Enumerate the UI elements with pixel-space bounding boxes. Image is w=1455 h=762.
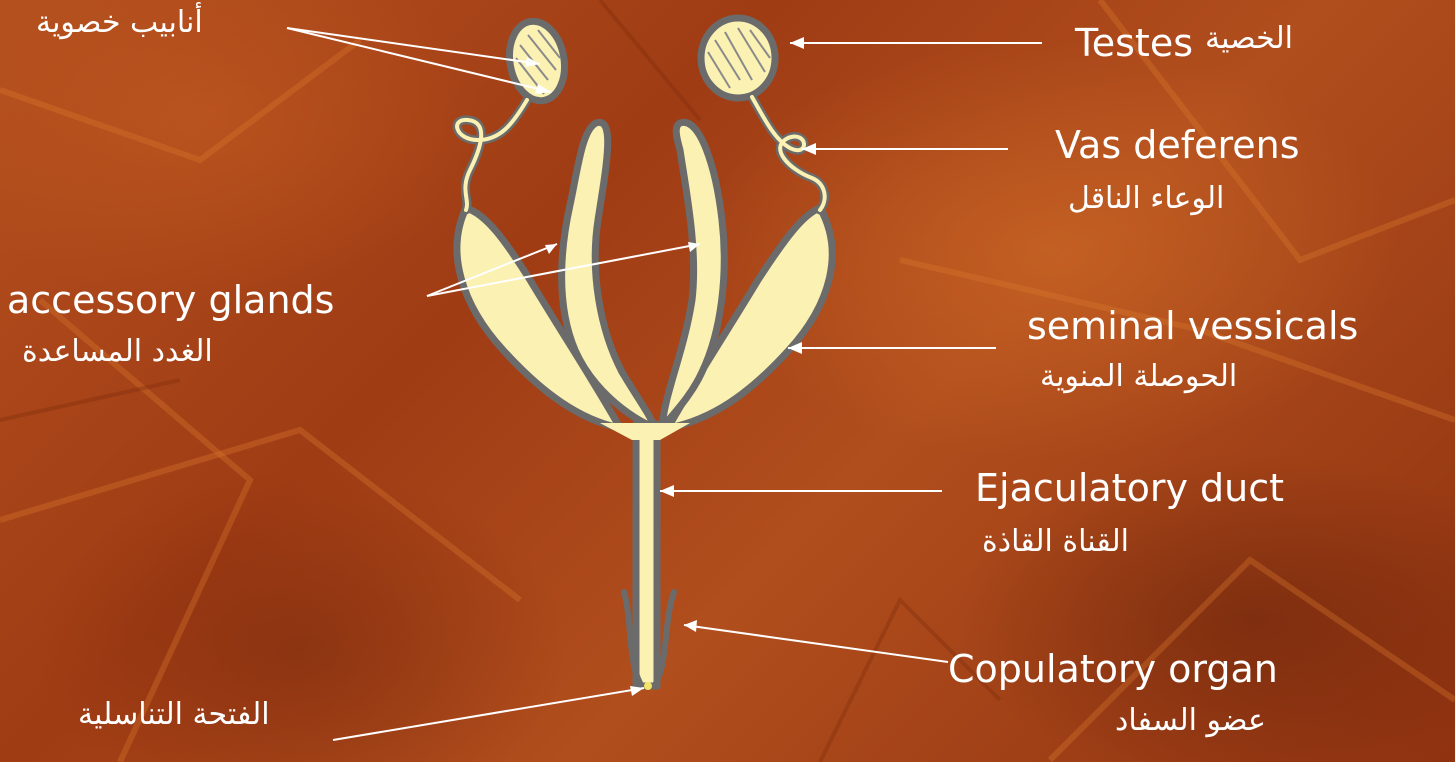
ejaculatory-duct-label-ar: القناة القاذة bbox=[982, 527, 1129, 557]
seminal-vesicles-label: seminal vessicals bbox=[1027, 307, 1358, 345]
accessory-glands-label-ar: الغدد المساعدة bbox=[22, 337, 213, 367]
tubules-label-ar: أنابيب خصوية bbox=[36, 8, 203, 38]
genital-opening bbox=[644, 682, 652, 690]
testes-label: Testes bbox=[1075, 24, 1193, 62]
accessory-glands-label: accessory glands bbox=[7, 281, 334, 319]
genital-opening-label-ar: الفتحة التناسلية bbox=[78, 700, 270, 730]
leader-genital-opening bbox=[333, 688, 644, 740]
seminal-vesicles-label-ar: الحوصلة المنوية bbox=[1040, 362, 1237, 392]
copulatory-organ-label-ar: عضو السفاد bbox=[1115, 706, 1266, 736]
vas-deferens-label: Vas deferens bbox=[1055, 126, 1300, 164]
testes-label-ar: الخصية bbox=[1205, 24, 1293, 54]
ejaculatory-duct-label: Ejaculatory duct bbox=[975, 469, 1284, 507]
vas-deferens-label-ar: الوعاء الناقل bbox=[1068, 184, 1224, 214]
copulatory-organ-label: Copulatory organ bbox=[948, 650, 1278, 688]
ejaculatory-duct bbox=[636, 424, 657, 686]
leader-copulatory bbox=[684, 625, 948, 662]
